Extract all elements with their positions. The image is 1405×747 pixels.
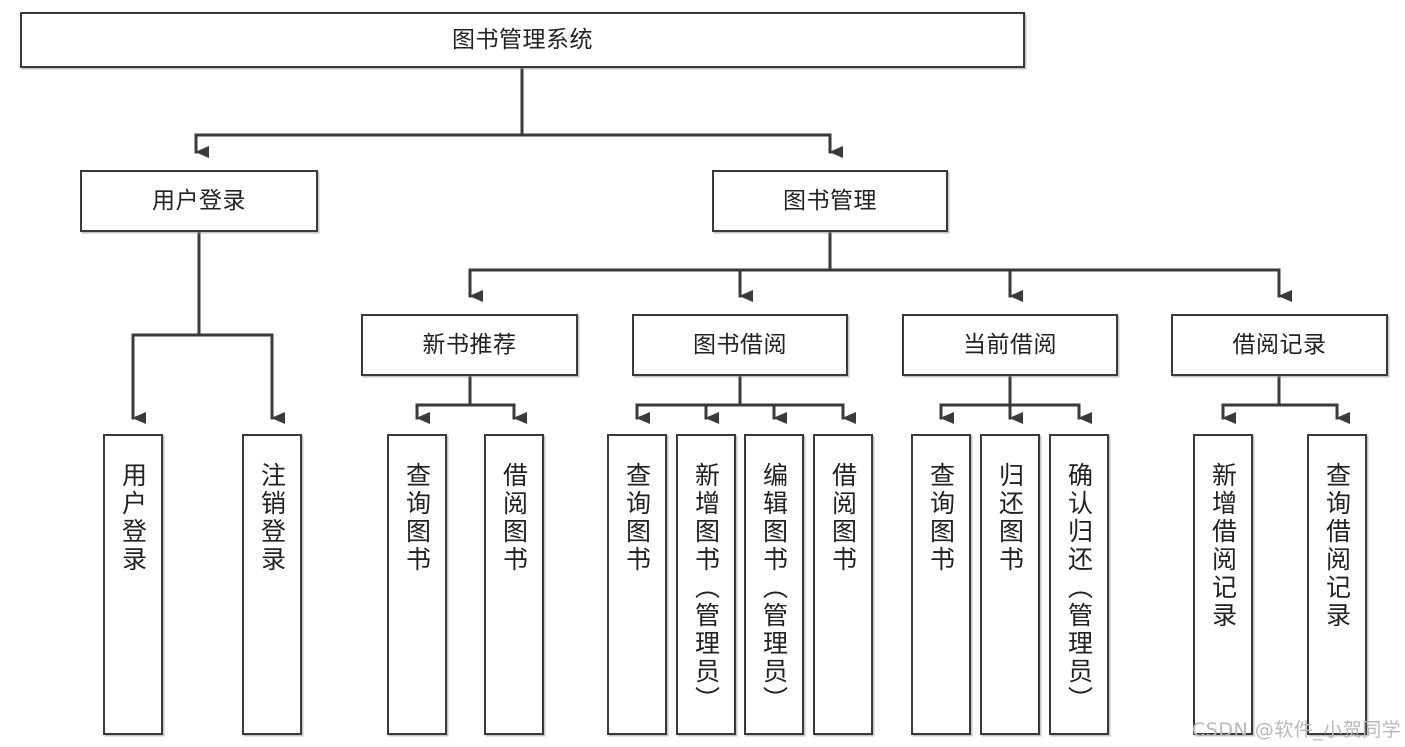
node-label: 图书管理 (783, 187, 877, 214)
leaf-current-borrow-return[interactable]: 归还图书 (980, 434, 1040, 735)
node-new-book-recommend[interactable]: 新书推荐 (361, 314, 578, 376)
node-label: 确认归还（管理员） (1064, 462, 1094, 714)
node-user-login[interactable]: 用户登录 (80, 170, 318, 232)
node-label: 新书推荐 (422, 331, 517, 358)
node-label: 查询图书 (402, 462, 432, 574)
leaf-borrow-record-query[interactable]: 查询借阅记录 (1307, 434, 1367, 735)
node-label: 图书借阅 (693, 331, 787, 358)
leaf-new-book-borrow[interactable]: 借阅图书 (484, 434, 544, 735)
node-borrow-record[interactable]: 借阅记录 (1171, 314, 1388, 376)
node-label: 借阅记录 (1232, 331, 1327, 358)
leaf-book-borrow-borrow[interactable]: 借阅图书 (813, 434, 873, 735)
leaf-borrow-record-add[interactable]: 新增借阅记录 (1193, 434, 1253, 735)
leaf-new-book-query[interactable]: 查询图书 (387, 434, 447, 735)
node-label: 新增借阅记录 (1208, 462, 1238, 630)
node-current-borrow[interactable]: 当前借阅 (902, 314, 1118, 376)
node-label: 图书管理系统 (452, 26, 593, 53)
node-label: 用户登录 (152, 187, 246, 214)
node-book-management[interactable]: 图书管理 (712, 170, 948, 232)
node-label: 查询图书 (926, 462, 956, 574)
leaf-book-borrow-add[interactable]: 新增图书（管理员） (676, 434, 736, 735)
node-label: 借阅图书 (828, 462, 858, 574)
node-label: 归还图书 (995, 462, 1025, 574)
leaf-user-login-login[interactable]: 用户登录 (103, 434, 163, 735)
csdn-watermark: CSDN @软件_小贺同学 (1192, 719, 1402, 741)
node-label: 查询借阅记录 (1322, 462, 1352, 630)
leaf-current-borrow-confirm-return[interactable]: 确认归还（管理员） (1049, 434, 1109, 735)
node-book-borrow[interactable]: 图书借阅 (632, 314, 848, 376)
node-label: 借阅图书 (499, 462, 529, 574)
node-label: 新增图书（管理员） (691, 462, 721, 714)
node-root-system[interactable]: 图书管理系统 (20, 12, 1025, 68)
leaf-book-borrow-edit[interactable]: 编辑图书（管理员） (744, 434, 804, 735)
node-label: 编辑图书（管理员） (759, 462, 789, 714)
leaf-current-borrow-query[interactable]: 查询图书 (911, 434, 971, 735)
node-label: 当前借阅 (963, 331, 1057, 358)
node-label: 注销登录 (257, 462, 287, 574)
leaf-book-borrow-query[interactable]: 查询图书 (607, 434, 667, 735)
leaf-user-login-logout[interactable]: 注销登录 (242, 434, 302, 735)
node-label: 查询图书 (622, 462, 652, 574)
node-label: 用户登录 (118, 462, 148, 574)
